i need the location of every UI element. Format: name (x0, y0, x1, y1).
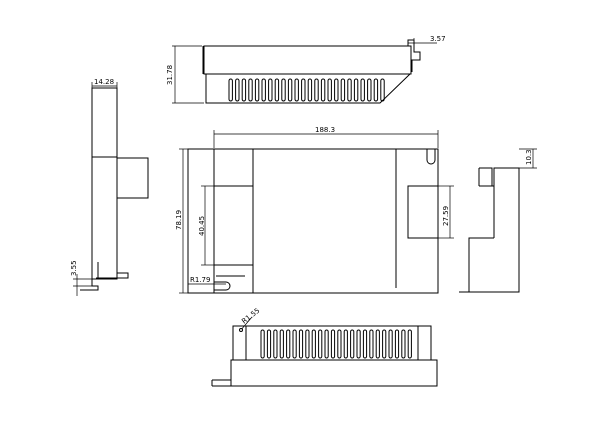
fin-slot (401, 329, 406, 359)
fin-slot (266, 329, 272, 359)
fin-slot (340, 78, 346, 102)
top-view-fins (228, 78, 385, 102)
fin-slot (380, 78, 385, 102)
dim-bottom-radius: R1.55 (240, 307, 261, 326)
fin-slot (254, 78, 260, 102)
fin-slot (407, 329, 412, 359)
fin-slot (373, 78, 379, 102)
fin-slot (298, 329, 304, 359)
fin-slot (287, 78, 293, 102)
fin-slot (305, 329, 310, 359)
bottom-view: R1.55 (211, 307, 438, 387)
fin-slot (261, 78, 266, 102)
dim-overall-length: 188.3 (315, 126, 335, 134)
dim-side-tab: 3.55 (70, 260, 78, 276)
fin-slot (311, 329, 316, 359)
fin-slot (360, 78, 365, 102)
fin-slot (337, 329, 342, 359)
fin-slot (292, 329, 297, 359)
fin-slot (318, 329, 323, 359)
fin-slot (301, 78, 306, 102)
fin-slot (330, 329, 336, 359)
fin-slot (343, 329, 348, 359)
fin-slot (241, 78, 247, 102)
side-view-right: 10.3 (459, 148, 537, 293)
fin-slot (367, 78, 372, 102)
fin-slot (334, 78, 339, 102)
dim-right-tab: 10.3 (525, 149, 533, 165)
fin-slot (294, 78, 299, 102)
fin-slot (320, 78, 326, 102)
dim-top-pin-offset: 3.57 (430, 35, 446, 43)
fin-slot (324, 329, 329, 359)
dim-top-height: 31.78 (166, 65, 174, 85)
fin-slot (388, 329, 393, 359)
top-view: 31.78 3.57 (166, 35, 446, 104)
fin-slot (307, 78, 313, 102)
fin-slot (382, 329, 387, 359)
fin-slot (268, 78, 273, 102)
fin-slot (356, 329, 361, 359)
side-view-left: 14.28 3.55 (70, 78, 149, 296)
fin-slot (248, 78, 253, 102)
bottom-view-fins (260, 329, 412, 359)
fin-slot (281, 78, 286, 102)
dim-overall-width: 78.19 (175, 210, 183, 230)
fin-slot (235, 78, 240, 102)
fin-slot (260, 329, 265, 359)
fin-slot (279, 329, 284, 359)
fin-slot (394, 329, 400, 359)
fin-slot (353, 78, 359, 102)
dim-hole-offset: R1.79 (190, 276, 210, 284)
fin-slot (274, 78, 280, 102)
fin-slot (362, 329, 368, 359)
fin-slot (273, 329, 278, 359)
fin-slot (347, 78, 352, 102)
fin-slot (350, 329, 355, 359)
fin-slot (228, 78, 233, 102)
dim-inner-height: 40.45 (198, 216, 206, 236)
front-view: 188.3 78.19 40.45 27.59 R1.79 (175, 126, 454, 294)
fin-slot (327, 78, 332, 102)
dim-side-depth: 14.28 (94, 78, 114, 86)
fin-slot (375, 329, 380, 359)
dim-inner-right: 27.59 (442, 206, 450, 226)
fin-slot (286, 329, 291, 359)
fin-slot (314, 78, 319, 102)
fin-slot (369, 329, 374, 359)
